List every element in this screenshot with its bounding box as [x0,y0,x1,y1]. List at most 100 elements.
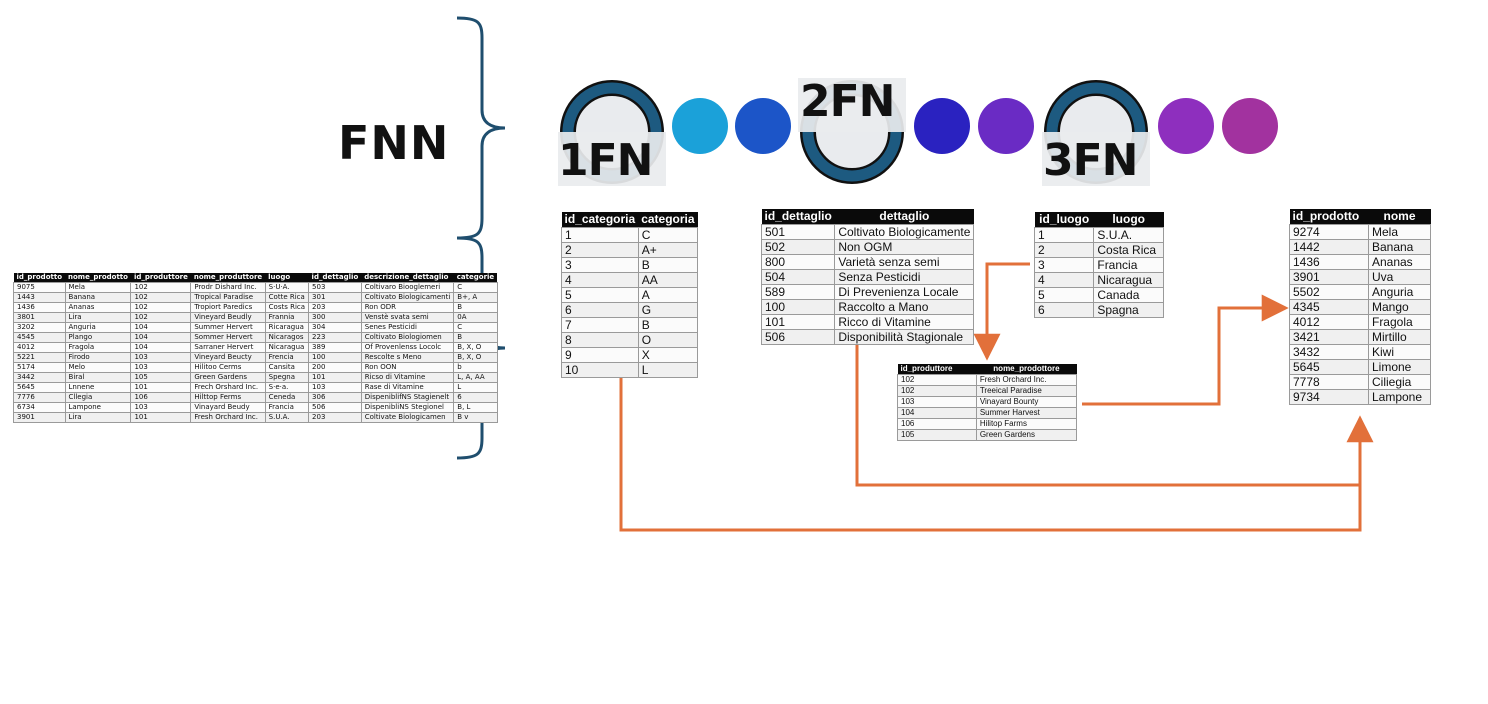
table-cell: A [637,287,699,303]
table-cell: 506 [308,402,362,413]
table-cell: 104 [130,342,192,353]
table-header: id_produttore [130,273,191,283]
table-cell: Fragola [64,342,132,353]
table-cell: Spagna [1093,302,1164,318]
table-cell: Plango [64,332,132,343]
table-cell: 6 [1033,302,1095,318]
table-cell: 5174 [13,362,66,373]
table-cell: Francia [264,402,310,413]
table-cell: Nicaragua [1093,272,1164,288]
table-cell: Nicaragua [264,342,310,353]
table-cell: b [453,362,498,373]
table-cell: Ricaragua [264,322,310,333]
table-cell: 4345 [1289,299,1369,315]
table-cell: 3442 [13,372,66,383]
table-header: id_prodotto [1289,209,1369,225]
table-cell: 3 [1033,257,1095,273]
table-header: id_prodotto [13,273,66,283]
table-cell: Vineyard Beucty [190,352,266,363]
table-cell: G [637,302,699,318]
table-cell: O [637,332,699,348]
progress-dot-2 [735,98,791,154]
table-cell: Treeical Paradise [975,385,1078,397]
table-cell: Coltivato Biologiomen [360,332,455,343]
arrow-dettagli-to-prodotti [855,342,1360,487]
table-cell: 589 [760,284,836,300]
table-cell: S·U·A. [264,282,310,293]
table-cell: B [637,257,699,273]
table-cell: Venstè svata semi [360,312,455,323]
table-cell: Costa Rica [1093,242,1164,258]
table-cell: C [637,227,699,243]
table-cell: Canada [1093,287,1164,303]
table-cell: 506 [760,329,836,345]
table-cell: 5221 [13,352,66,363]
table-cell: Summer Harvest [975,407,1078,419]
table-header: luogo [265,273,309,283]
table-cell: 2 [1033,242,1095,258]
table-cell: Ricco di Vitamine [834,314,975,330]
table-cell: 4012 [13,342,66,353]
table-cell: 7 [561,317,639,333]
table-cell: S.U.A. [1093,227,1164,243]
table-cell: 101 [308,372,362,383]
table-header: id_categoria [561,212,639,228]
table-cell: 106 [897,418,977,430]
table-cell: 101 [130,412,192,423]
table-cell: Senes Pesticidi [360,322,455,333]
table-cell: 502 [760,239,836,255]
table-cell: Prodr Dishard Inc. [190,282,266,293]
table-cell: Cllegia [64,392,132,403]
table-cell: Lira [64,312,132,323]
table-cell: DispenibliNS Stegionel [360,402,455,413]
table-cell: 100 [760,299,836,315]
table-cell: Ceneda [264,392,310,403]
table-cell: 9 [561,347,639,363]
table-cell: Fragola [1367,314,1432,330]
table-cell: Limone [1367,359,1432,375]
stage-label-1fn: 1FN [558,135,653,186]
table-header: id_dettaglio [308,273,362,283]
table-cell: B [453,302,498,313]
ring-1fn-icon [558,80,666,186]
table-cell: Vineyard Beudly [190,312,266,323]
table-cell: 300 [308,312,362,323]
table-cell: B [637,317,699,333]
table-cell: 223 [308,332,362,343]
table-cell: Tropical Paradise [190,292,266,303]
table-cell: Cansita [264,362,310,373]
table-cell: Senza Pesticidi [834,269,975,285]
table-cell: C [453,282,498,293]
arrow-produttori-to-prodotti [1082,294,1289,406]
table-cell: Summer Hervert [190,322,266,333]
table-cell: Kiwi [1367,344,1432,360]
table-cell: Hilitop Farms [975,418,1078,430]
table-cell: 102 [130,292,192,303]
table-header: nome [1368,209,1431,225]
table-cell: 3 [561,257,639,273]
table-cell: Mela [64,282,132,293]
table-cell: Green Gardens [975,429,1078,441]
table-cell: Anguria [1367,284,1432,300]
table-cell: S.U.A. [264,412,310,423]
table-header: dettaglio [834,209,974,225]
table-cell: Di Prevenienza Locale [834,284,975,300]
